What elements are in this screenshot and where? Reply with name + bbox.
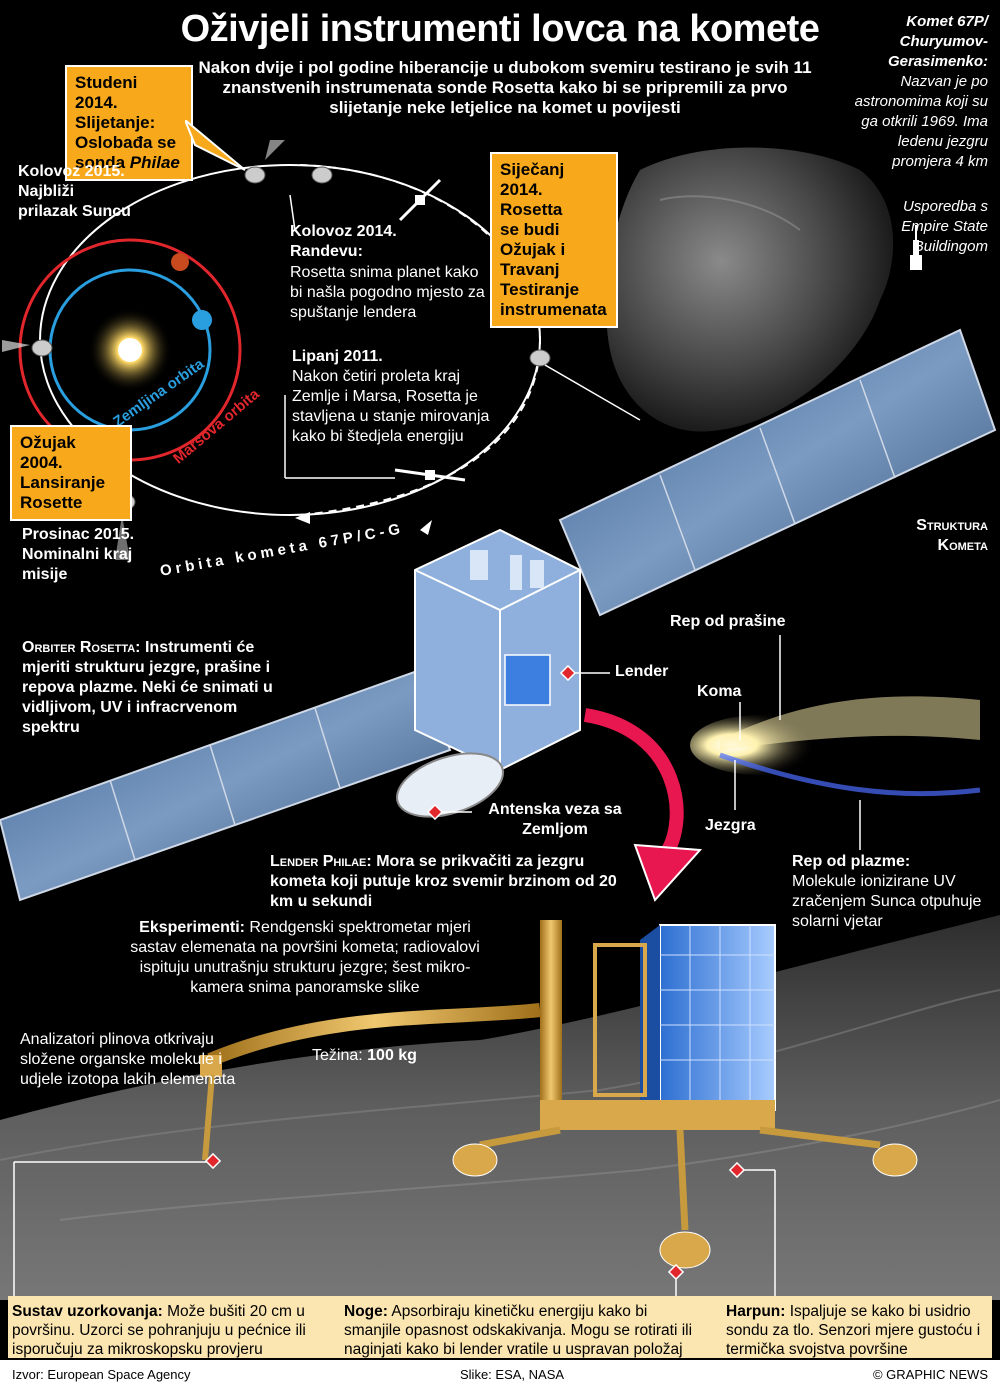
dust-tail-label: Rep od prašine [670,613,786,630]
label-june-2011-title: Lipanj 2011. [292,348,383,365]
box-line: Rosetta [500,200,563,219]
box-line: se budi [500,220,560,239]
philae-text: Mora se prikvačiti za jezgru kometa koji… [270,853,617,910]
box-march-2004: Ožujak 2004. Lansiranje Rosette [10,425,132,521]
marker-diamond [204,1152,222,1170]
legs-text: Apsorbiraju kinetičku energiju kako bi s… [344,1303,693,1358]
box-line: Testiranje [500,280,580,299]
antenna-label: Antenska veza sa Zemljom [488,801,622,838]
dust-tail [720,696,980,750]
page-title: Oživjeli instrumenti lovca na komete [180,8,820,50]
label-december-2015: Prosinac 2015. Nominalni kraj misije [22,526,135,583]
label-june-2011-text: Nakon četiri proleta kraj Zemlje i Marsa… [292,368,490,445]
box-line: Ožujak i Travanj [500,240,566,279]
philae-lander [200,920,918,1269]
rosetta-orbiter-body [414,528,581,772]
philae-description: Lender Philae: Mora se prikvačiti za jez… [270,852,620,912]
mars-orbit-label: Marsova orbita [170,385,263,467]
experiments-text: Rendgenski spektrometar mjeri sastav ele… [130,919,480,996]
harpoon-info: Harpun: Ispaljuje se kako bi usidrio son… [726,1302,990,1359]
plasma-title: Rep od plazme: [792,853,911,870]
box-line: Lansiranje [20,473,106,492]
solar-panel-right [558,328,997,617]
legs-title: Noge: [344,1303,388,1320]
descent-arrow [583,708,684,860]
harpoon-title: Harpun: [726,1303,786,1320]
gas-analyzers-text: Analizatori plinova otkrivaju složene or… [20,1031,236,1088]
orbit-arrow [420,520,432,535]
experiments-info: Eksperimenti: Rendgenski spektrometar mj… [120,918,490,998]
marker-diamond [559,664,577,682]
box-pointer [185,120,246,171]
marker-diamond [667,1263,685,1281]
nucleus-label: Jezgra [705,817,756,834]
sampling-info: Sustav uzorkovanja: Može bušiti 20 cm u … [12,1302,337,1359]
sampling-title: Sustav uzorkovanja: [12,1303,163,1320]
comet-orbit-label: Orbita kometa 67P/C-G [159,520,406,580]
plasma-text: Molekule ionizirane UV zračenjem Sunca o… [792,873,982,930]
publisher-credit: © GRAPHIC NEWS [872,1367,988,1382]
sampling-text: Može bušiti 20 cm u površinu. Uzorci se … [12,1303,306,1358]
box-line: Slijetanje: [75,113,156,132]
comet-description: Nazvan je po astronomima koji su ga otkr… [854,73,988,170]
footer: Izvor: European Space Agency Slike: ESA,… [0,1360,1000,1389]
comparison-label: Usporedba s Empire State Buildingom [901,198,988,255]
orbit-arrow [295,512,310,524]
image-credit: Slike: ESA, NASA [460,1367,565,1382]
box-line: instrumenata [500,300,607,319]
coma-label: Koma [697,683,742,700]
box-november-2014: Studeni 2014. Slijetanje: Oslobađa se so… [65,65,193,181]
box-line: Studeni 2014. [75,73,138,112]
marker-diamond [728,1161,746,1179]
experiments-title: Eksperimenti: [139,919,245,936]
label-august-2014-title: Kolovoz 2014. Randevu: [290,223,397,260]
weight-value: 100 kg [367,1047,417,1064]
comet-nucleus-image [606,147,894,432]
philae-heading: Lender Philae: [270,853,372,870]
mars-planet [171,253,189,271]
plasma-tail [719,752,981,797]
orbiter-text: Instrumenti će mjeriti strukturu jezgre,… [22,639,273,736]
comet-name: Komet 67P/ Churyumov-Gerasimenko: [887,13,988,70]
orbiter-description: Orbiter Rosetta: Instrumenti će mjeriti … [22,638,297,738]
marker-diamond [426,803,444,821]
comet-marker [244,166,266,184]
comet-marker [311,166,333,184]
empire-state-icon [910,225,922,270]
label-august-2015: Kolovoz 2015. Najbliži prilazak Suncu [18,163,131,220]
box-line: Oslobađa se [75,133,177,152]
comet-marker [529,349,551,367]
weight-title: Težina: [312,1047,368,1064]
box-line: sonda Philae [75,153,183,173]
weight-label: Težina: 100 kg [312,1046,417,1066]
solar-panel-left [0,668,452,902]
box-line: Ožujak 2004. [20,433,76,472]
comet-info: Komet 67P/ Churyumov-Gerasimenko: Nazvan… [838,12,988,257]
box-text: sonda [75,153,130,172]
intro-text: Nakon dvije i pol godine hiberancije u d… [198,58,812,117]
harpoon-text: Ispaljuje se kako bi usidrio sondu za tl… [726,1303,981,1358]
box-january-2014: Siječanj 2014. Rosetta se budi Ožujak i … [490,152,618,328]
orbiter-heading: Orbiter Rosetta: [22,639,141,656]
philae-name: Philae [129,153,180,172]
comet-structure-heading: Struktura Kometa [916,517,988,554]
label-august-2014-text: Rosetta snima planet kako bi našla pogod… [290,264,485,321]
earth-planet [192,310,212,330]
lender-label: Lender [615,663,669,680]
box-line: Rosette [20,493,83,512]
comet-marker [31,339,53,357]
legs-info: Noge: Apsorbiraju kinetičku energiju kak… [344,1302,699,1359]
source-credit: Izvor: European Space Agency [12,1367,191,1382]
box-line: Siječanj 2014. [500,160,565,199]
plasma-tail-info: Rep od plazme: Molekule ionizirane UV zr… [792,852,992,932]
bottom-info-panel: Sustav uzorkovanja: Može bušiti 20 cm u … [8,1296,992,1358]
